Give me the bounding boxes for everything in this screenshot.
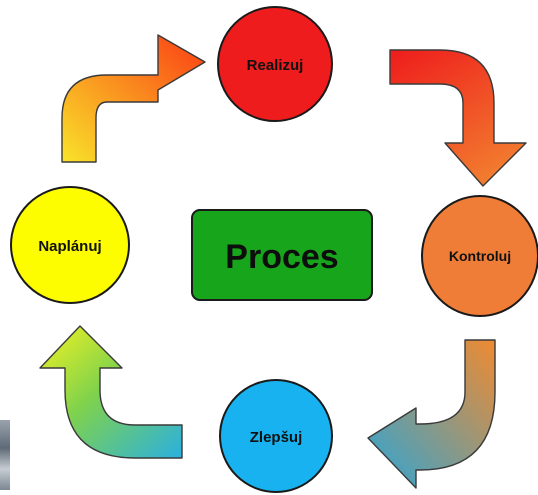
- arrow-bottom-left: [39, 325, 183, 459]
- node-kontroluj-label: Kontroluj: [449, 248, 511, 264]
- arrow-top-left: [61, 34, 206, 163]
- node-zlepsuj-circle: [219, 379, 333, 493]
- node-naplanuj-label: Naplánuj: [38, 238, 101, 255]
- node-kontroluj: Kontroluj: [421, 195, 538, 317]
- node-naplanuj: Naplánuj: [10, 186, 130, 304]
- center-process-rect: [191, 209, 373, 301]
- image-fragment: [0, 420, 10, 490]
- node-realizuj: Realizuj: [217, 6, 333, 122]
- node-realizuj-label: Realizuj: [247, 57, 304, 74]
- center-process-box: Proces: [191, 209, 373, 301]
- node-naplanuj-circle: [10, 186, 130, 304]
- node-kontroluj-circle: [421, 195, 538, 317]
- arrow-bottom-right: [367, 339, 496, 489]
- node-zlepsuj-label: Zlepšuj: [250, 429, 303, 446]
- node-zlepsuj: Zlepšuj: [219, 379, 333, 493]
- node-realizuj-circle: [217, 6, 333, 122]
- arrow-top-right: [389, 49, 527, 187]
- center-process-label: Proces: [225, 238, 338, 276]
